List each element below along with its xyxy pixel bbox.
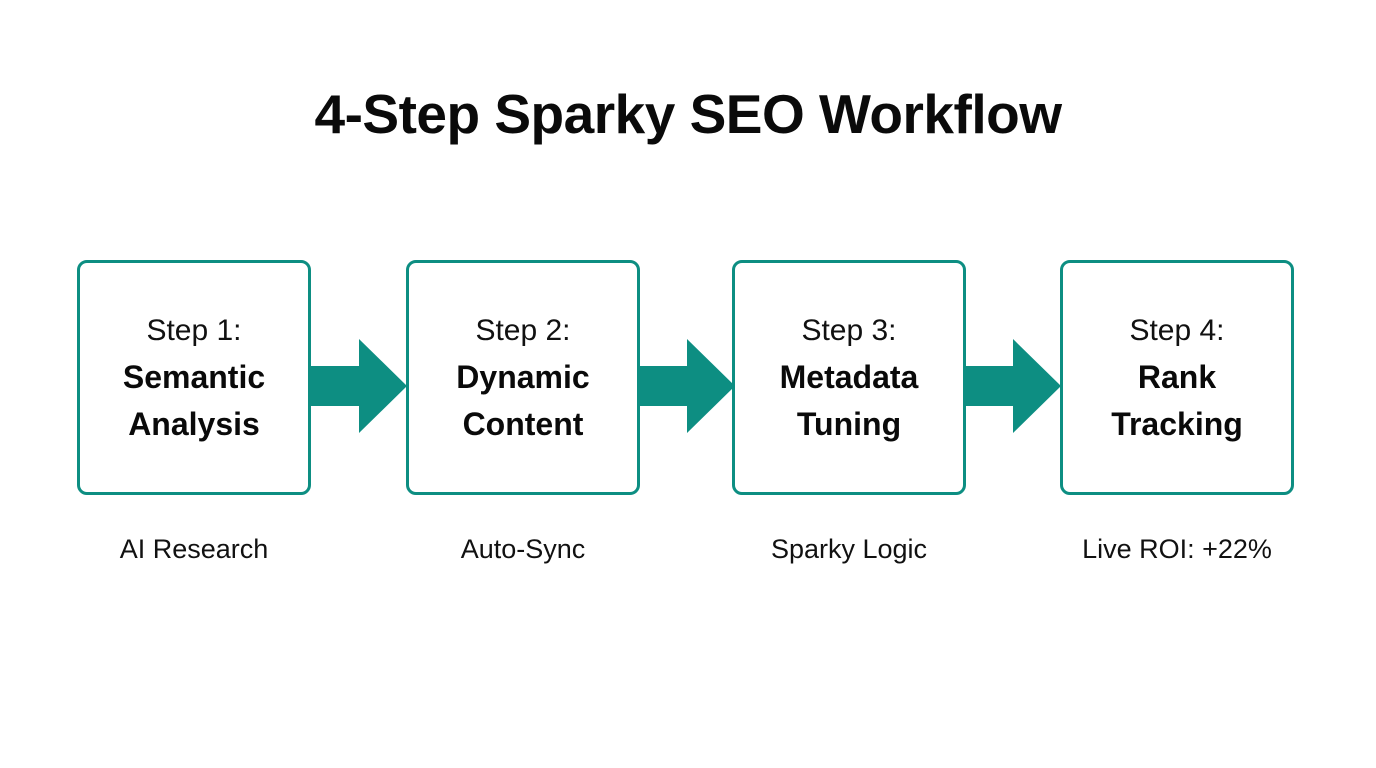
step-label-4: Step 4: — [1129, 314, 1225, 347]
step-title-3-line2: Tuning — [796, 406, 902, 442]
step-title-3-line1: Metadata — [779, 359, 919, 395]
arrow-right-icon-2 — [637, 339, 735, 433]
step-label-1: Step 1: — [146, 314, 242, 347]
page-title: 4-Step Sparky SEO Workflow — [314, 83, 1062, 145]
step-title-1-line1: Semantic — [122, 359, 266, 395]
step-caption-4: Live ROI: +22% — [1082, 534, 1272, 564]
step-caption-1: AI Research — [119, 534, 269, 564]
step-title-2-line2: Content — [462, 406, 584, 442]
step-box-4[interactable]: Step 4: Rank Tracking — [1060, 260, 1294, 495]
step-title-2-line1: Dynamic — [456, 359, 590, 395]
step-box-3[interactable]: Step 3: Metadata Tuning — [732, 260, 966, 495]
step-caption-3: Sparky Logic — [770, 534, 928, 564]
workflow-row: Step 1: Semantic Analysis Step 2: Dynami… — [77, 260, 1297, 502]
step-title-1-line2: Analysis — [128, 406, 260, 442]
caption-row: AI Research Auto-Sync Sparky Logic Live … — [77, 528, 1297, 570]
step-label-2: Step 2: — [475, 314, 571, 347]
step-box-2[interactable]: Step 2: Dynamic Content — [406, 260, 640, 495]
step-title-4-line2: Tracking — [1111, 406, 1243, 442]
step-box-1[interactable]: Step 1: Semantic Analysis — [77, 260, 311, 495]
arrow-right-icon-3 — [963, 339, 1061, 433]
arrow-right-icon-1 — [309, 339, 407, 433]
step-caption-2: Auto-Sync — [460, 534, 586, 564]
step-label-3: Step 3: — [801, 314, 897, 347]
step-title-4-line1: Rank — [1137, 359, 1217, 395]
